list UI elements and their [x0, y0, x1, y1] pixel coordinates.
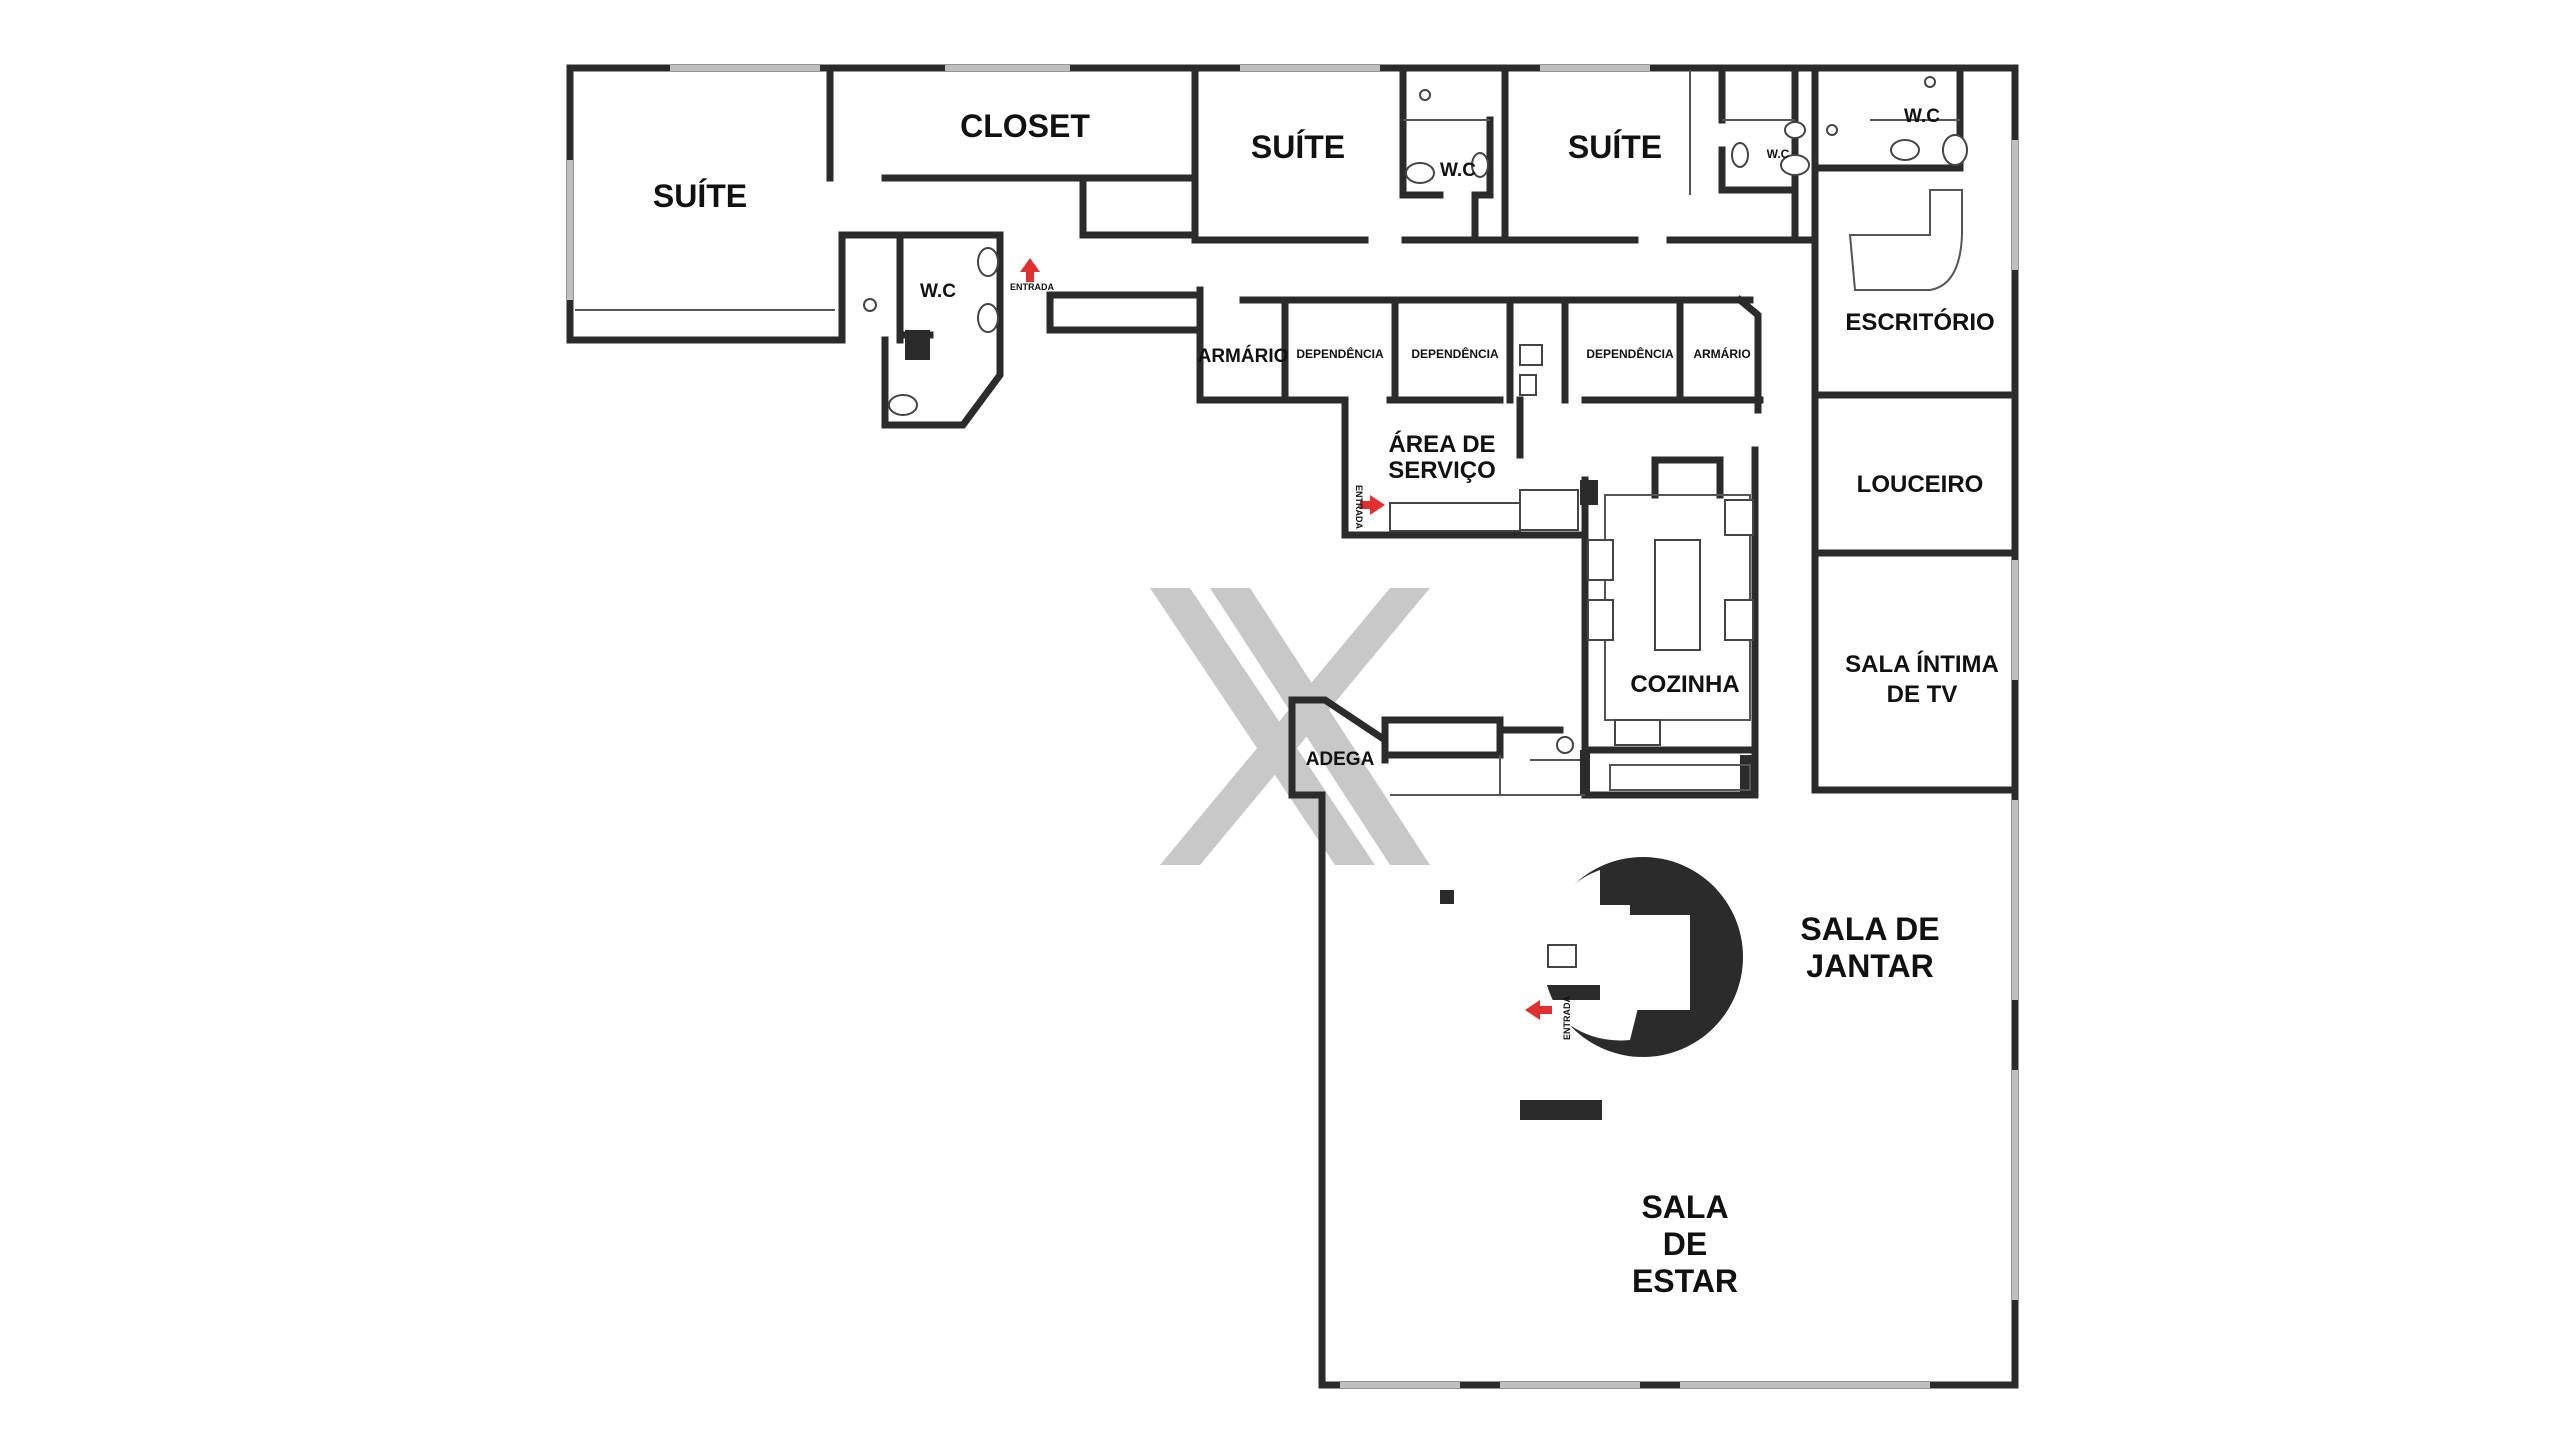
room-label-area-servico-1: ÁREA DE	[1388, 430, 1495, 458]
room-label-wc-suite-3: W.C	[1767, 147, 1790, 161]
entrance-arrow-main	[1525, 1000, 1552, 1020]
room-label-suite-1: SUÍTE	[653, 178, 747, 214]
room-label-sala-tv-2: DE TV	[1887, 681, 1958, 708]
walls-living	[1288, 696, 2019, 1389]
room-label-closet: CLOSET	[960, 108, 1090, 144]
walls-top-wing	[566, 64, 2019, 1389]
entrance-label-main: ENTRADA	[1562, 996, 1572, 1040]
room-label-cozinha: COZINHA	[1630, 671, 1739, 698]
room-label-sala-estar-3: ESTAR	[1632, 1263, 1738, 1299]
room-label-sala-tv-1: SALA ÍNTIMA	[1845, 650, 1999, 678]
room-label-area-servico-2: SERVIÇO	[1388, 457, 1496, 484]
entrance-label-service: ENTRADA	[1354, 485, 1364, 529]
entrance-label-top: ENTRADA	[1010, 282, 1054, 292]
room-label-wc-suite-2: W.C	[1440, 160, 1476, 181]
room-label-dependencia-3: DEPENDÊNCIA	[1586, 346, 1674, 361]
room-label-sala-jantar-2: JANTAR	[1806, 948, 1933, 984]
bathroom-fixtures	[863, 76, 1968, 754]
entrance-arrow-top	[1020, 258, 1040, 282]
room-label-suite-3: SUÍTE	[1568, 129, 1662, 165]
room-label-dependencia-2: DEPENDÊNCIA	[1411, 346, 1499, 361]
room-label-sala-estar-1: SALA	[1641, 1189, 1728, 1225]
room-label-sala-jantar-1: SALA DE	[1800, 911, 1939, 947]
room-label-wc-left: W.C	[920, 281, 956, 302]
room-label-adega: ADEGA	[1306, 749, 1375, 770]
room-label-wc-top-right: W.C	[1904, 106, 1940, 127]
room-label-escritorio: ESCRITÓRIO	[1845, 308, 1994, 336]
room-label-louceiro: LOUCEIRO	[1857, 471, 1984, 498]
walls-kitchen	[1580, 446, 1759, 799]
walls-service-wing	[1196, 286, 1764, 539]
room-label-armario-1: ARMÁRIO	[1198, 345, 1289, 367]
room-label-dependencia-1: DEPENDÊNCIA	[1296, 346, 1384, 361]
elevator-hall	[1539, 857, 1743, 1057]
entrance-arrow-service	[1360, 495, 1385, 515]
room-label-sala-estar-2: DE	[1663, 1226, 1707, 1262]
room-label-suite-2: SUÍTE	[1251, 129, 1345, 165]
room-label-armario-2: ARMÁRIO	[1693, 346, 1750, 361]
